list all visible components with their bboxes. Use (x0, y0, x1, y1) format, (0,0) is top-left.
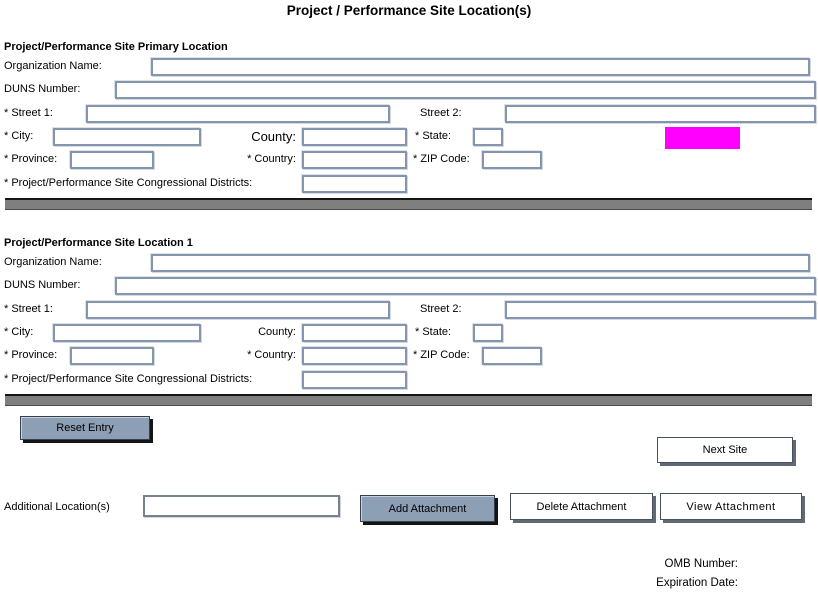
congressional-districts-label: * Project/Performance Site Congressional… (4, 373, 253, 385)
congressional-districts-input-site1[interactable] (302, 371, 407, 389)
zip-code-input-site1[interactable] (482, 347, 542, 365)
omb-number-label: OMB Number: (664, 558, 739, 570)
organization-name-label: Organization Name: (4, 256, 102, 268)
duns-number-label: DUNS Number: (4, 83, 81, 95)
street2-input-site1[interactable] (505, 301, 816, 319)
expiration-date-label: Expiration Date: (656, 577, 738, 589)
state-input-site1[interactable] (473, 324, 503, 342)
organization-name-label: Organization Name: (4, 60, 102, 72)
country-input-site1[interactable] (302, 347, 407, 365)
city-input-site1[interactable] (53, 324, 201, 342)
province-label: * Province: (4, 153, 58, 165)
omb-footer: OMB Number: Expiration Date: (656, 555, 738, 593)
city-input-primary[interactable] (53, 128, 201, 146)
next-site-button[interactable]: Next Site (657, 437, 793, 463)
highlight-box (665, 127, 740, 149)
street2-input-primary[interactable] (505, 105, 816, 123)
congressional-districts-label: * Project/Performance Site Congressional… (4, 177, 253, 189)
additional-locations-filename-input[interactable] (143, 495, 340, 517)
section-heading-primary: Project/Performance Site Primary Locatio… (4, 41, 228, 53)
country-label: * Country: (247, 349, 296, 361)
delete-attachment-button[interactable]: Delete Attachment (510, 493, 653, 520)
section-heading-location-1: Project/Performance Site Location 1 (4, 237, 193, 249)
page-title: Project / Performance Site Location(s) (286, 3, 532, 18)
organization-name-input-site1[interactable] (151, 254, 810, 272)
country-label: * Country: (247, 153, 296, 165)
organization-name-input-primary[interactable] (151, 58, 810, 76)
street2-label: Street 2: (420, 107, 462, 119)
county-input-primary[interactable] (302, 128, 407, 146)
view-attachment-button[interactable]: View Attachment (660, 493, 802, 520)
province-label: * Province: (4, 349, 58, 361)
reset-entry-button[interactable]: Reset Entry (20, 416, 150, 440)
county-label: County: (251, 129, 296, 144)
add-attachment-button[interactable]: Add Attachment (360, 495, 495, 522)
congressional-districts-input-primary[interactable] (302, 175, 407, 193)
state-label: * State: (415, 130, 452, 142)
state-input-primary[interactable] (473, 128, 503, 146)
street1-input-site1[interactable] (86, 301, 390, 319)
section-divider (5, 198, 812, 210)
street1-label: * Street 1: (4, 303, 53, 315)
duns-number-input-primary[interactable] (115, 81, 816, 99)
additional-locations-label: Additional Location(s) (4, 501, 110, 513)
province-input-primary[interactable] (70, 151, 154, 169)
country-input-primary[interactable] (302, 151, 407, 169)
zip-code-label: * ZIP Code: (413, 153, 470, 165)
street1-input-primary[interactable] (86, 105, 390, 123)
zip-code-input-primary[interactable] (482, 151, 542, 169)
site-section-primary: Project/Performance Site Primary Locatio… (0, 41, 818, 210)
duns-number-label: DUNS Number: (4, 279, 81, 291)
zip-code-label: * ZIP Code: (413, 349, 470, 361)
site-section-location-1: Project/Performance Site Location 1 Orga… (0, 237, 818, 406)
county-label: County: (258, 326, 296, 338)
county-input-site1[interactable] (302, 324, 407, 342)
street1-label: * Street 1: (4, 107, 53, 119)
section-divider (5, 394, 812, 406)
state-label: * State: (415, 326, 452, 338)
street2-label: Street 2: (420, 303, 462, 315)
province-input-site1[interactable] (70, 347, 154, 365)
duns-number-input-site1[interactable] (115, 277, 816, 295)
city-label: * City: (4, 326, 34, 338)
city-label: * City: (4, 130, 34, 142)
